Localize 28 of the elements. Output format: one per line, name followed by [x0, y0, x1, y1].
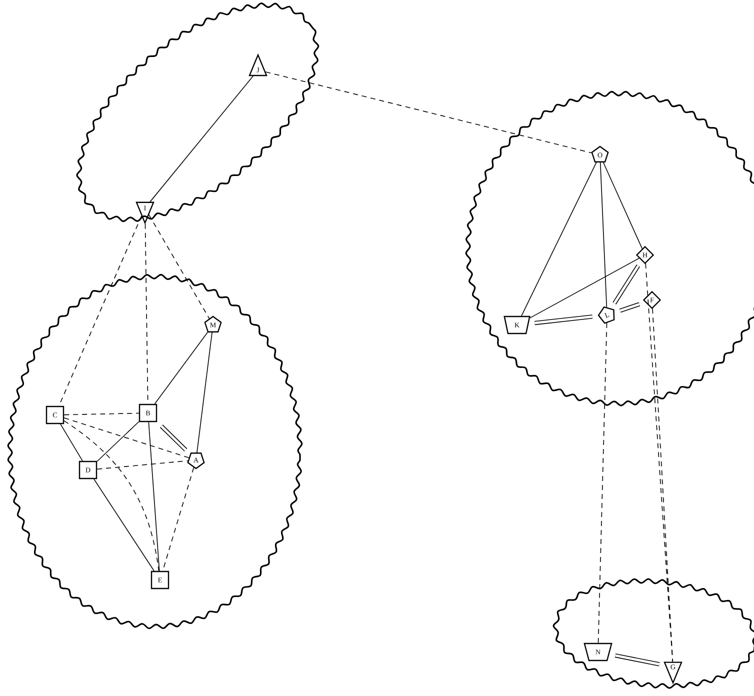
- connector-line: [600, 162, 608, 308]
- connector-line: [148, 422, 160, 572]
- connector-line: [534, 314, 593, 326]
- connector-line: [645, 263, 674, 662]
- cluster-blob: [552, 578, 754, 689]
- connector-line: [60, 424, 83, 462]
- connector-line: [96, 421, 140, 462]
- connector-line: [598, 322, 608, 644]
- connector-line: [602, 162, 643, 250]
- cluster-blob: [7, 274, 303, 630]
- connector-line: [148, 214, 210, 319]
- connector-line: [96, 460, 188, 470]
- cluster-blob: [76, 2, 320, 222]
- cluster-blob: [465, 90, 754, 406]
- connector-line: [614, 653, 660, 666]
- connector-line: [619, 302, 640, 313]
- connector-line: [64, 420, 160, 572]
- connector-line: [64, 412, 140, 416]
- connector-line: [265, 72, 592, 154]
- connector-line: [94, 478, 154, 572]
- connector-line: [64, 418, 190, 458]
- connector-line: [154, 332, 208, 404]
- connector-line: [612, 264, 640, 304]
- connector-line: [160, 424, 188, 452]
- connector-line: [530, 258, 640, 318]
- connector-line: [150, 76, 254, 202]
- connector-line: [196, 332, 212, 453]
- connector-line: [521, 162, 597, 316]
